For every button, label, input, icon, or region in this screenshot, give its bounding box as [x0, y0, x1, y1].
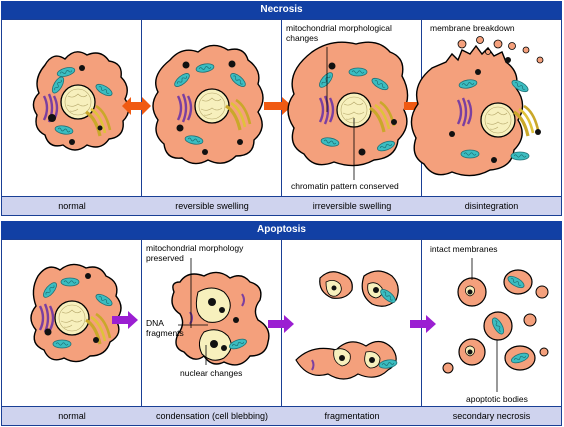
apoptosis-intact-label: intact membranes [430, 244, 498, 254]
necrosis-mito-label-line2: changes [286, 33, 319, 43]
apoptosis-dna-label: DNA fragments [146, 318, 184, 338]
necrosis-mito-label-line1: mitochondrial morphological [286, 23, 392, 33]
apoptosis-mito-label: mitochondrial morphology preserved [146, 243, 243, 263]
apoptosis-caption-fragmentation: fragmentation [324, 411, 380, 421]
necrosis-normal-cell [32, 51, 130, 151]
apoptosis-caption-row: normal condensation (cell blebbing) frag… [1, 406, 562, 426]
apoptosis-nuclear-label: nuclear changes [180, 368, 243, 378]
apoptosis-bodies-label: apoptotic bodies [466, 394, 528, 404]
apoptosis-fragmentation-bodies [295, 270, 399, 380]
necrosis-disintegrating-cell [410, 36, 544, 177]
apoptosis-dna-label-line2: fragments [146, 328, 184, 338]
secondary-necrosis-arrow [410, 315, 436, 333]
apoptosis-title: Apoptosis [257, 224, 306, 235]
fragmentation-arrow [268, 315, 294, 333]
apoptosis-divider-1 [141, 239, 142, 407]
necrosis-reversible-cell [152, 44, 264, 165]
necrosis-membrane-label: membrane breakdown [430, 23, 515, 33]
apoptosis-normal-cell [30, 263, 122, 363]
apoptosis-caption-secondary-necrosis: secondary necrosis [452, 411, 531, 421]
necrosis-caption-normal: normal [58, 201, 86, 211]
necrosis-mito-label: mitochondrial morphological changes [286, 23, 392, 43]
apoptosis-caption-condensation: condensation (cell blebbing) [155, 411, 269, 421]
apoptosis-header: Apoptosis [1, 221, 562, 239]
necrosis-caption-reversible: reversible swelling [175, 201, 249, 211]
apoptosis-caption-normal: normal [58, 411, 86, 421]
necrosis-divider-2 [281, 19, 282, 216]
necrosis-caption-irreversible: irreversible swelling [312, 201, 392, 211]
apoptosis-secondary-necrosis-bodies [442, 258, 549, 392]
apoptosis-mito-label-line2: preserved [146, 253, 184, 263]
apoptosis-dna-label-line1: DNA [146, 318, 164, 328]
necrosis-divider-1 [141, 19, 142, 216]
apoptosis-mito-label-line1: mitochondrial morphology [146, 243, 244, 253]
necrosis-caption-disintegration: disintegration [464, 201, 519, 211]
necrosis-irreversible-cell [287, 41, 409, 180]
necrosis-caption-row: normal reversible swelling irreversible … [1, 196, 562, 216]
necrosis-title: Necrosis [260, 4, 303, 15]
necrosis-header: Necrosis [1, 1, 562, 19]
apoptosis-condensation-cell [171, 258, 270, 366]
necrosis-chromatin-label: chromatin pattern conserved [291, 181, 399, 191]
